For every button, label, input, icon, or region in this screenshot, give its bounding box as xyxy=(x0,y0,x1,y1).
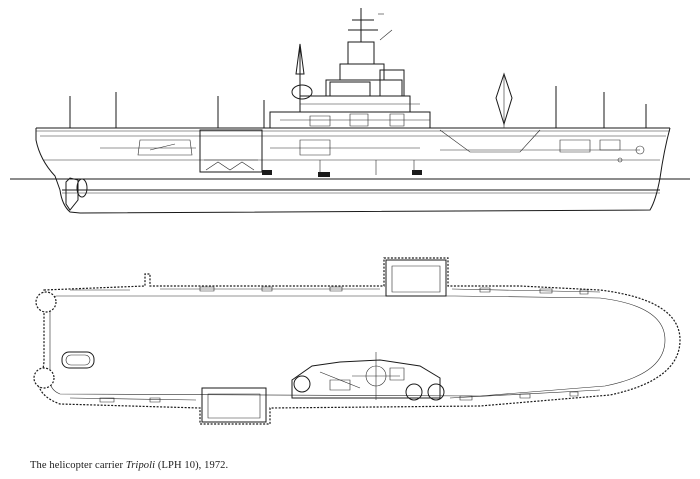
rudder xyxy=(66,178,78,210)
island-superstructure xyxy=(270,8,430,128)
caption-suffix: (LPH 10), 1972. xyxy=(155,460,229,471)
caption-prefix: The helicopter carrier xyxy=(30,460,126,471)
landing-spot-marking xyxy=(62,352,94,368)
caption-ship-name: Tripoli xyxy=(125,460,156,471)
propeller xyxy=(77,179,87,197)
deck-elevator-aft xyxy=(202,388,266,422)
plan-view xyxy=(34,258,680,424)
radar-dome xyxy=(292,85,312,99)
side-elevator-opening xyxy=(200,130,262,172)
stern-sponson-upper xyxy=(36,292,56,312)
island-plan xyxy=(292,352,444,400)
deck-edge-details-bottom xyxy=(70,390,600,402)
deck-elevator-forward xyxy=(386,260,446,296)
hull-details xyxy=(100,130,644,177)
hull-outline xyxy=(36,128,670,213)
figure-caption: The helicopter carrier Tripoli (LPH 10),… xyxy=(30,460,228,471)
deck-antennas xyxy=(70,86,646,128)
side-profile-view xyxy=(10,8,690,213)
stern-sponson-lower xyxy=(34,368,54,388)
deck-edge-details-top xyxy=(70,287,600,294)
